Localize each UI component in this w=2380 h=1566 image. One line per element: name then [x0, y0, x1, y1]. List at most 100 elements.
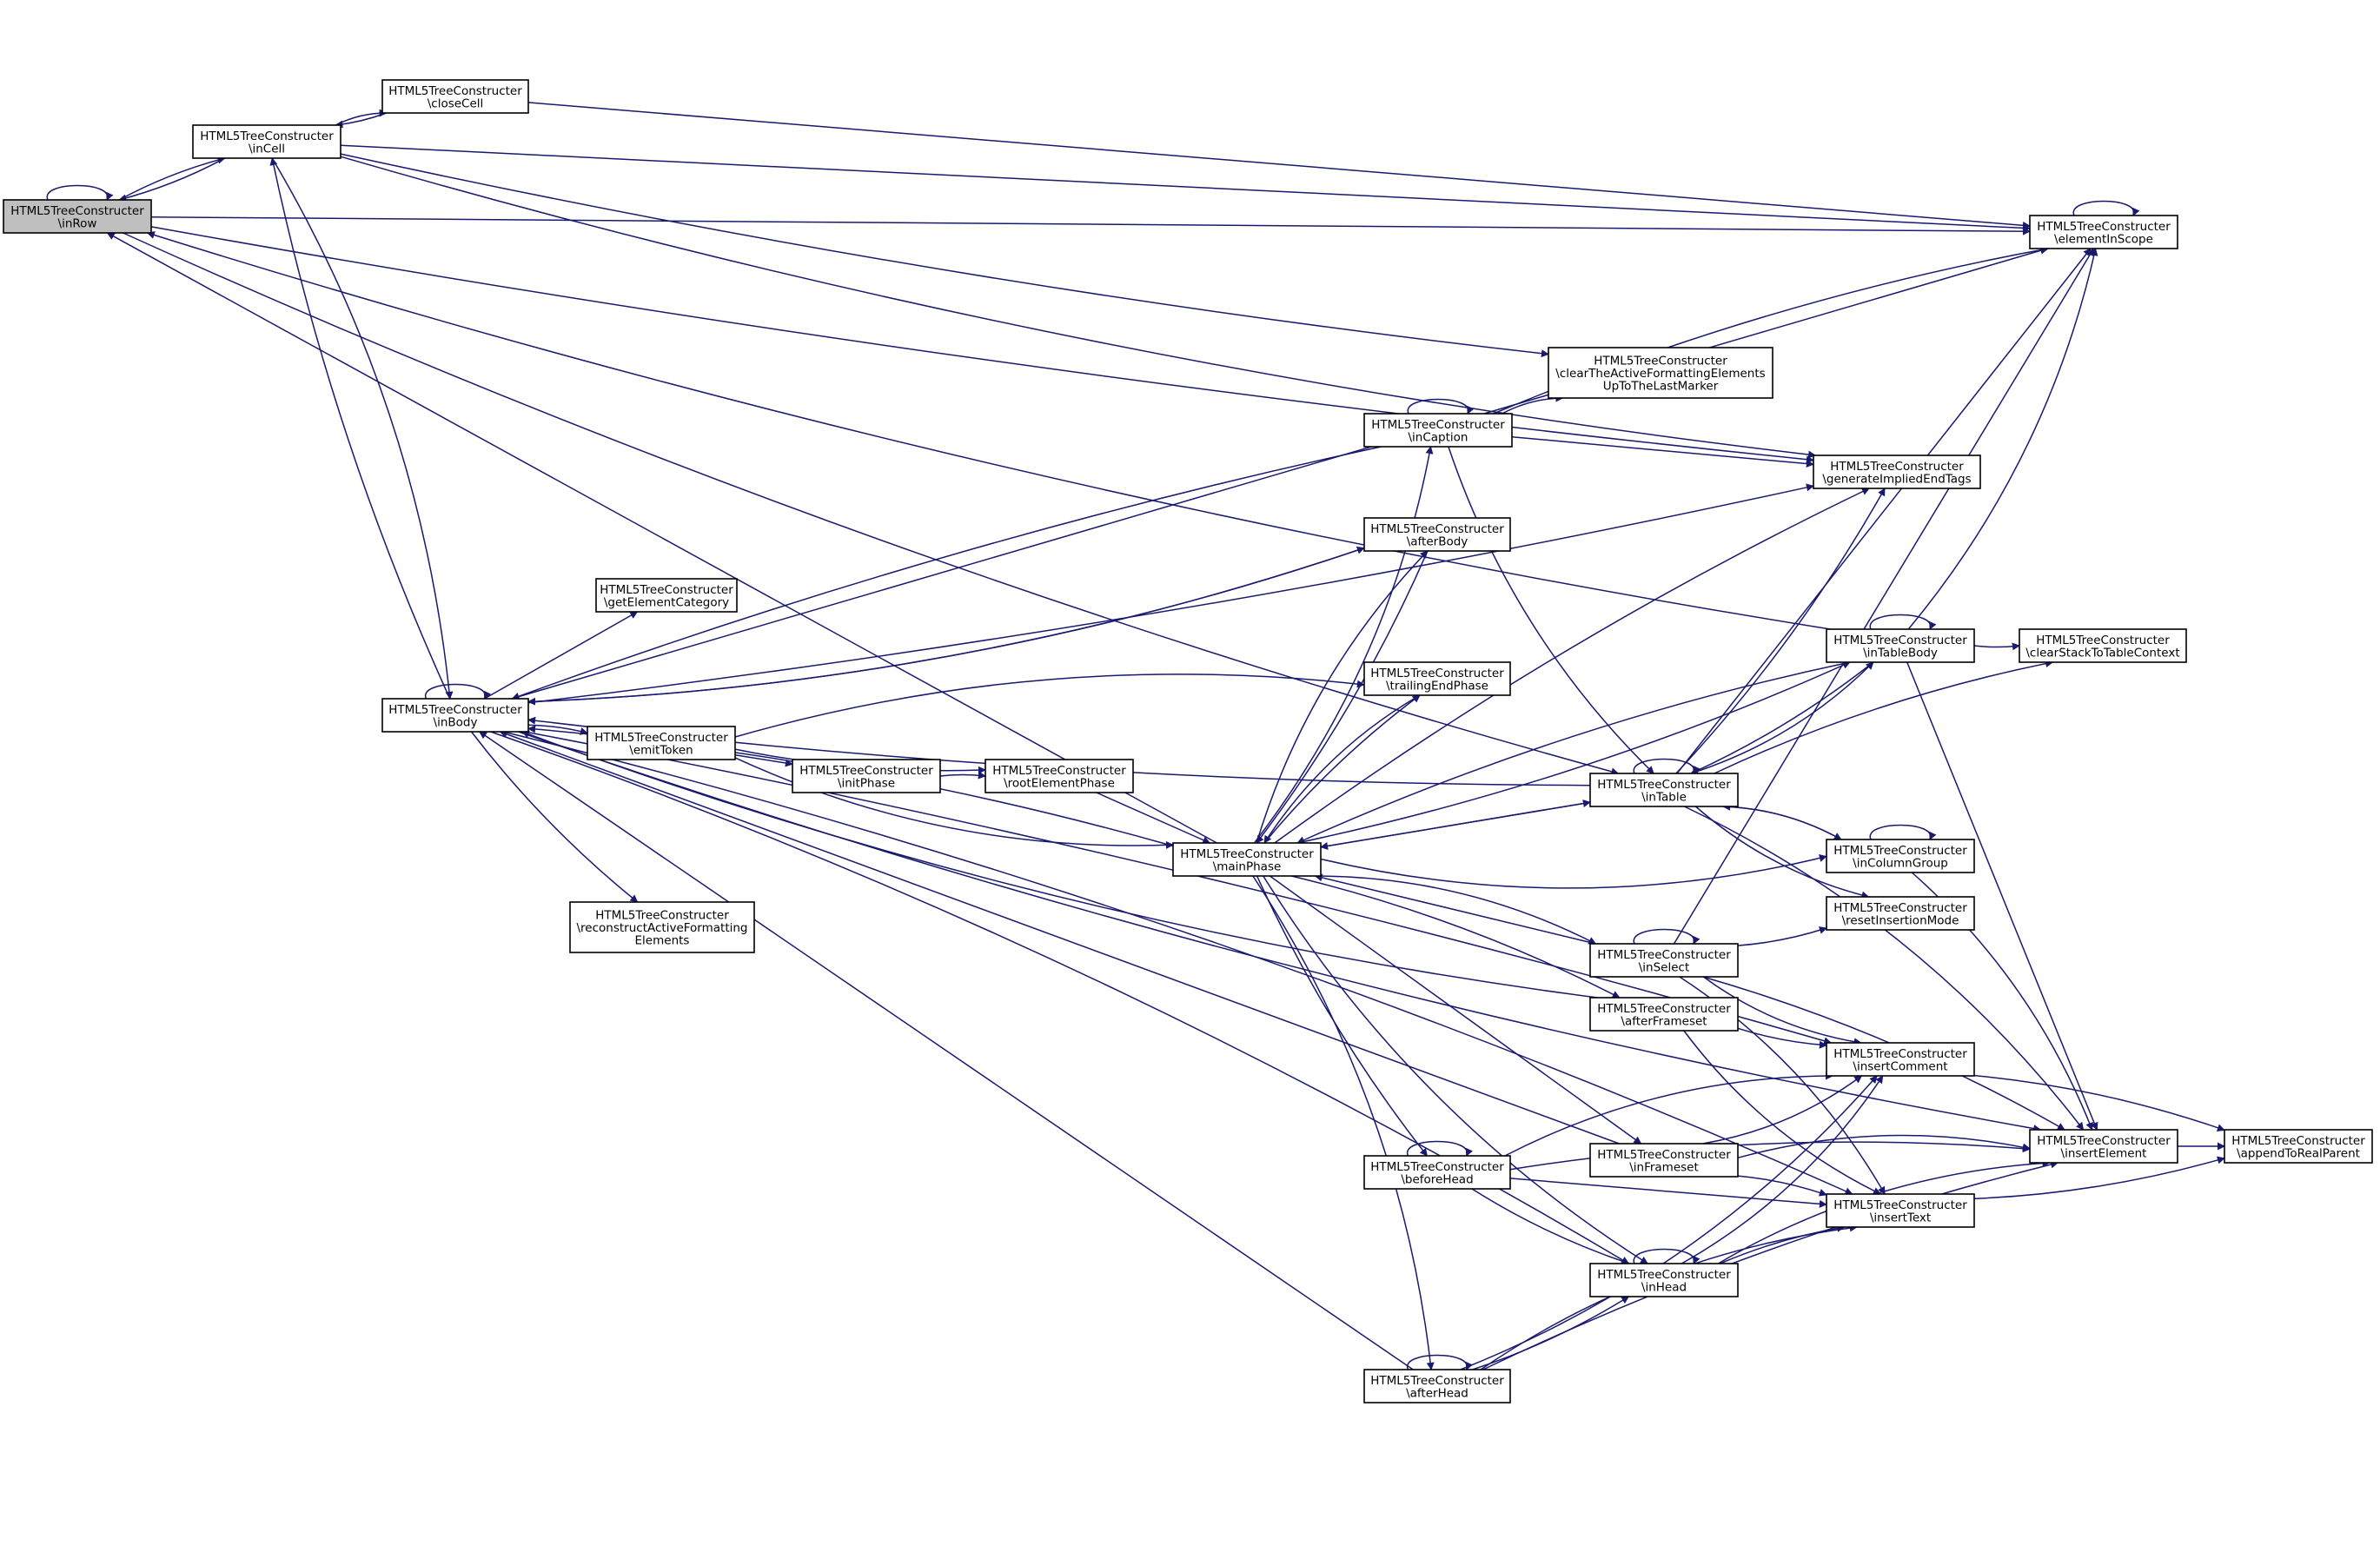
edge-inFrameset-to-insertComment [1702, 1075, 1863, 1145]
node-label-line: \insertText [1870, 1211, 1931, 1224]
node-insertText[interactable]: HTML5TreeConstructer\insertText [1826, 1193, 1975, 1228]
edge-afterHead-to-insertComment [1460, 1075, 1878, 1370]
edge-inCaption-to-inTable [1448, 446, 1654, 774]
edge-inHead-to-insertComment [1681, 1075, 1884, 1264]
edge-emitToken-to-initPhase [734, 753, 793, 767]
node-afterFrameset[interactable]: HTML5TreeConstructer\afterFrameset [1589, 997, 1739, 1032]
node-label-line: HTML5TreeConstructer [1597, 778, 1731, 792]
edge-inTable-to-insertElement [1684, 806, 2085, 1131]
node-resetInsertion[interactable]: HTML5TreeConstructer\resetInsertionMode [1826, 896, 1975, 931]
node-label-line: \inHead [1641, 1280, 1687, 1294]
edge-afterBody-to-mainPhase [1256, 550, 1429, 844]
node-label-line: HTML5TreeConstructer [1370, 1160, 1504, 1174]
node-insertElement[interactable]: HTML5TreeConstructer\insertElement [2029, 1129, 2178, 1164]
edge-afterHead-to-insertElement [1482, 1160, 2059, 1370]
node-clearActive[interactable]: HTML5TreeConstructer\clearTheActiveForma… [1548, 347, 1773, 399]
node-reconstructActive[interactable]: HTML5TreeConstructer\reconstructActiveFo… [569, 901, 755, 953]
node-label-line: Elements [635, 934, 690, 948]
node-label-line: HTML5TreeConstructer [1180, 847, 1314, 861]
node-label-line: \clearTheActiveFormattingElements [1555, 367, 1765, 381]
edge-inBody-to-generateImplied [527, 483, 1814, 704]
node-label-line: HTML5TreeConstructer [1370, 1374, 1504, 1388]
edge-initPhase-to-rootElementPhase [939, 771, 986, 780]
edge-mainPhase-to-inTableBody [1296, 661, 1851, 844]
node-label-line: HTML5TreeConstructer [10, 204, 144, 218]
node-afterBody[interactable]: HTML5TreeConstructer\afterBody [1363, 517, 1511, 552]
edge-emitToken-to-trailingEnd [734, 674, 1365, 738]
edge-inTable-to-generateImplied [1675, 488, 1886, 774]
edge-inCaption-to-inBody [511, 446, 1382, 700]
edge-inTable-to-inTable [1633, 758, 1700, 774]
edge-inRow-to-inRow [46, 184, 114, 201]
edge-insertText-to-appendToRealParent [1973, 1156, 2225, 1200]
node-insertComment[interactable]: HTML5TreeConstructer\insertComment [1826, 1042, 1975, 1077]
node-label-line: \afterBody [1407, 534, 1468, 548]
node-trailingEnd[interactable]: HTML5TreeConstructer\trailingEndPhase [1363, 661, 1511, 696]
edge-inBody-to-inCell [269, 157, 451, 700]
edge-mainPhase-to-inTable [1320, 800, 1591, 848]
node-label-line: HTML5TreeConstructer [1833, 1198, 1967, 1212]
node-emitToken[interactable]: HTML5TreeConstructer\emitToken [587, 726, 736, 760]
node-closeCell[interactable]: HTML5TreeConstructer\closeCell [381, 79, 529, 114]
node-appendToRealParent[interactable]: HTML5TreeConstructer\appendToRealParent [2224, 1129, 2373, 1164]
node-label-line: HTML5TreeConstructer [595, 909, 729, 923]
edge-inCell-to-closeCell [335, 109, 388, 126]
node-label-line: \inCell [249, 142, 285, 156]
node-afterHead[interactable]: HTML5TreeConstructer\afterHead [1363, 1369, 1511, 1403]
node-label-line: \insertElement [2061, 1146, 2147, 1160]
node-elementInScope[interactable]: HTML5TreeConstructer\elementInScope [2029, 215, 2178, 249]
edge-inColumnGroup-to-inColumnGroup [1869, 824, 1937, 840]
node-inRow[interactable]: HTML5TreeConstructer\inRow [3, 199, 152, 234]
edge-inHead-to-inHead [1633, 1248, 1700, 1264]
edge-inTableBody-to-elementInScope [1907, 248, 2098, 630]
edge-afterHead-to-inBody [479, 731, 1414, 1370]
node-inCell[interactable]: HTML5TreeConstructer\inCell [192, 124, 341, 159]
edge-inRow-to-generateImplied [150, 226, 1814, 464]
edge-inCell-to-generateImplied [340, 156, 1817, 459]
node-label-line: \rootElementPhase [1004, 776, 1115, 790]
node-label-line: HTML5TreeConstructer [200, 129, 334, 143]
node-inTable[interactable]: HTML5TreeConstructer\inTable [1589, 773, 1739, 807]
node-box [381, 79, 529, 114]
node-inHead[interactable]: HTML5TreeConstructer\inHead [1589, 1263, 1739, 1297]
node-inColumnGroup[interactable]: HTML5TreeConstructer\inColumnGroup [1826, 839, 1975, 873]
node-beforeHead[interactable]: HTML5TreeConstructer\beforeHead [1363, 1155, 1511, 1190]
node-mainPhase[interactable]: HTML5TreeConstructer\mainPhase [1172, 842, 1322, 877]
node-label-line: HTML5TreeConstructer [1830, 460, 1964, 474]
node-label-line: HTML5TreeConstructer [2231, 1134, 2365, 1148]
edge-inBody-to-insertText [503, 731, 1853, 1195]
node-label-line: HTML5TreeConstructer [2036, 634, 2170, 647]
edge-inBody-to-afterBody [527, 546, 1365, 703]
node-box [381, 698, 529, 733]
edge-mainPhase-to-inCaption [1253, 446, 1434, 844]
node-rootElementPhase[interactable]: HTML5TreeConstructer\rootElementPhase [984, 759, 1134, 793]
node-inTableBody[interactable]: HTML5TreeConstructer\inTableBody [1826, 628, 1975, 663]
edge-mainPhase-to-afterFrameset [1291, 875, 1621, 999]
edge-inSelect-to-resetInsertion [1737, 926, 1827, 946]
edge-inRow-to-elementInScope [150, 216, 2031, 236]
node-box [1589, 997, 1739, 1032]
node-label-line: \inColumnGroup [1853, 856, 1948, 870]
node-box [569, 901, 755, 953]
node-generateImplied[interactable]: HTML5TreeConstructer\generateImpliedEndT… [1813, 455, 1981, 489]
node-getElementCategory[interactable]: HTML5TreeConstructer\getElementCategory [595, 578, 738, 613]
node-inCaption[interactable]: HTML5TreeConstructer\inCaption [1363, 413, 1513, 448]
node-label-line: HTML5TreeConstructer [594, 731, 728, 745]
edge-afterFrameset-to-inBody [520, 730, 1598, 999]
edge-inCell-to-clearActive [340, 153, 1549, 358]
edge-inCaption-to-generateImplied [1511, 435, 1814, 468]
node-label-line: HTML5TreeConstructer [799, 764, 933, 778]
node-inSelect[interactable]: HTML5TreeConstructer\inSelect [1589, 943, 1739, 978]
node-initPhase[interactable]: HTML5TreeConstructer\initPhase [792, 759, 941, 793]
node-inFrameset[interactable]: HTML5TreeConstructer\inFrameset [1589, 1143, 1739, 1178]
edge-afterHead-to-inHead [1472, 1296, 1630, 1370]
node-inBody[interactable]: HTML5TreeConstructer\inBody [381, 698, 529, 733]
edge-mainPhase-to-beforeHead [1256, 875, 1428, 1157]
edge-mainPhase-to-trailingEnd [1263, 694, 1421, 844]
node-clearStack[interactable]: HTML5TreeConstructer\clearStackToTableCo… [2019, 628, 2187, 663]
edges-layer [46, 102, 2225, 1370]
node-label-line: \afterFrameset [1621, 1014, 1707, 1028]
node-box [192, 124, 341, 159]
edge-inSelect-to-inSelect [1633, 928, 1700, 945]
